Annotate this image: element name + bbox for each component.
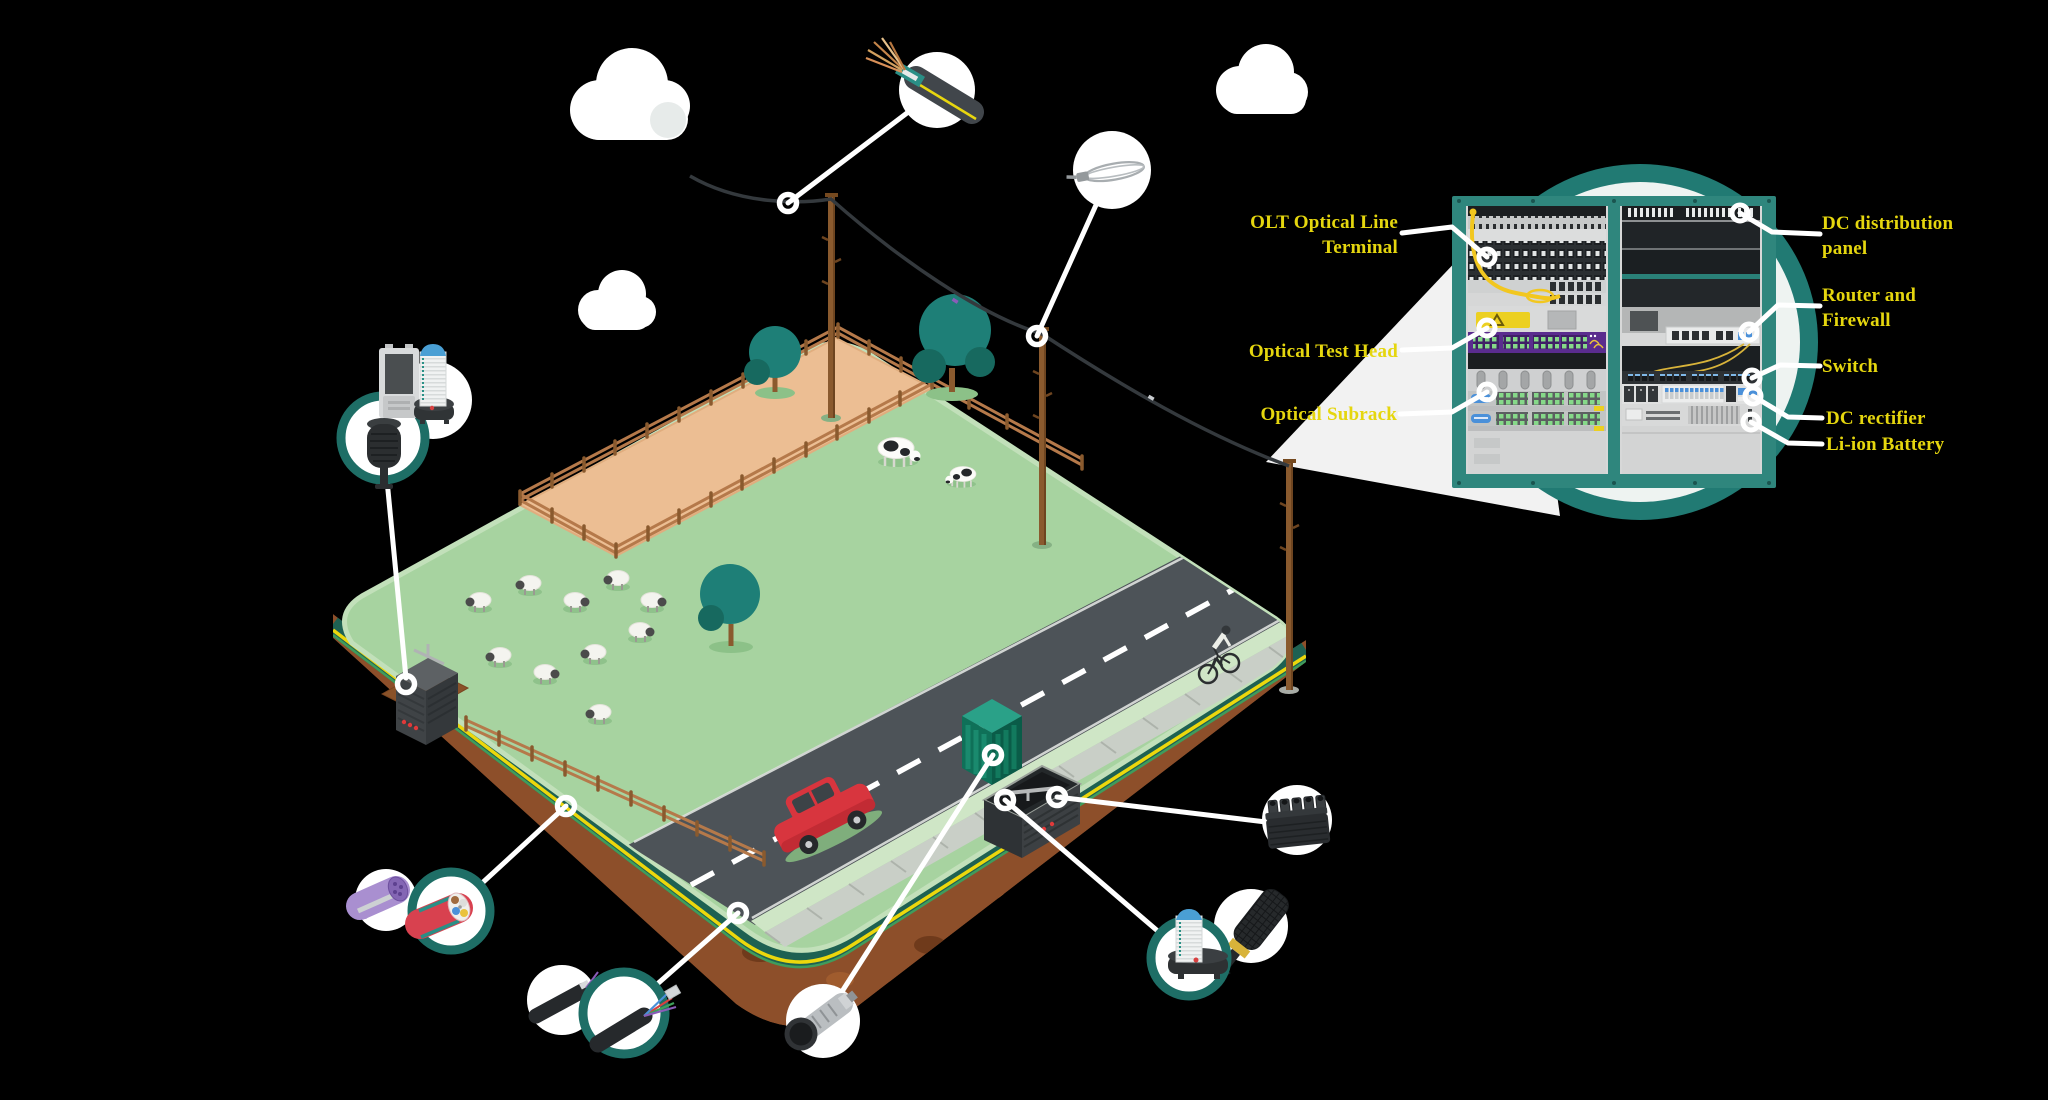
dc-rectifier-unit [1622, 384, 1760, 404]
callout-underground-ducts [346, 867, 495, 955]
utility-pole-icon [821, 193, 842, 422]
hardened-fiber-connector-icon [784, 990, 858, 1051]
optical-subrack-unit [1468, 391, 1606, 431]
label-li-ion-battery: Li-ion Battery [1826, 434, 1945, 455]
cloud-icon [1216, 44, 1308, 114]
farm-island [333, 174, 1306, 1027]
sheep-flock [465, 570, 667, 725]
multi-duct-cable-icon [405, 892, 473, 939]
callout-stripped-aerial-cable [865, 37, 984, 128]
splice-frame-icon [379, 344, 419, 418]
car-icon [774, 777, 883, 863]
callout-multiport-terminal [1262, 785, 1332, 855]
optical-test-head-unit [1468, 332, 1606, 353]
microduct-icon [346, 876, 410, 920]
label-switch: Switch [1822, 356, 1879, 377]
callout-cabinet-internals [336, 344, 472, 489]
callout-splice-closures [1146, 888, 1289, 1001]
callout-cable-pulling-loop [1066, 131, 1151, 209]
warning-label-icon [1476, 312, 1530, 328]
roadside-cabinet-icon [962, 699, 1022, 785]
label-dc-rectifier: DC rectifier [1826, 408, 1926, 429]
rack-right-bay [1620, 206, 1762, 474]
sidewalk-seams [764, 646, 1285, 944]
callout-hardened-connector [784, 984, 860, 1058]
router-firewall-unit [1665, 326, 1761, 345]
rack-left-bay [1466, 206, 1608, 474]
label-optical-subrack: Optical Subrack [1260, 404, 1397, 425]
cyclist-icon [1197, 625, 1241, 685]
tree-icon [744, 326, 801, 399]
tree-icon [912, 294, 995, 401]
label-optical-test-head: Optical Test Head [1248, 341, 1398, 362]
cloud-icon [578, 270, 656, 330]
duct-yellow-line [333, 628, 1306, 964]
island-edge-band [333, 616, 1306, 966]
cow-icon [877, 437, 921, 467]
stripped-fiber-cable-icon [865, 37, 984, 124]
cow-icon [945, 466, 977, 488]
label-dc-distribution-panel: DC distribution panel [1822, 213, 1954, 260]
li-ion-battery-unit [1622, 404, 1760, 426]
ring-markers [394, 191, 1764, 925]
switch-unit [1622, 371, 1760, 384]
cloud-icon [570, 48, 690, 140]
tree-icon [698, 564, 760, 653]
dome-closure-base-icon [367, 418, 401, 489]
cable-pulling-loop-icon [1066, 161, 1145, 183]
label-olt: OLT Optical Line Terminal [1250, 212, 1398, 259]
splice-tray-stack-icon [1168, 909, 1228, 979]
utility-pole-icon [1279, 459, 1300, 694]
field-cabinet-icon [380, 644, 470, 745]
splice-tray-stack-icon [414, 344, 454, 424]
ribbon-fiber-cable-icon [589, 984, 682, 1053]
equipment-rack [1452, 196, 1776, 488]
callout-underground-cables [527, 965, 682, 1059]
label-router-firewall: Router and Firewall [1822, 285, 1917, 332]
multiport-service-terminal-icon [1265, 794, 1331, 849]
olt-unit [1468, 241, 1606, 280]
duct-green-line [333, 634, 1306, 969]
